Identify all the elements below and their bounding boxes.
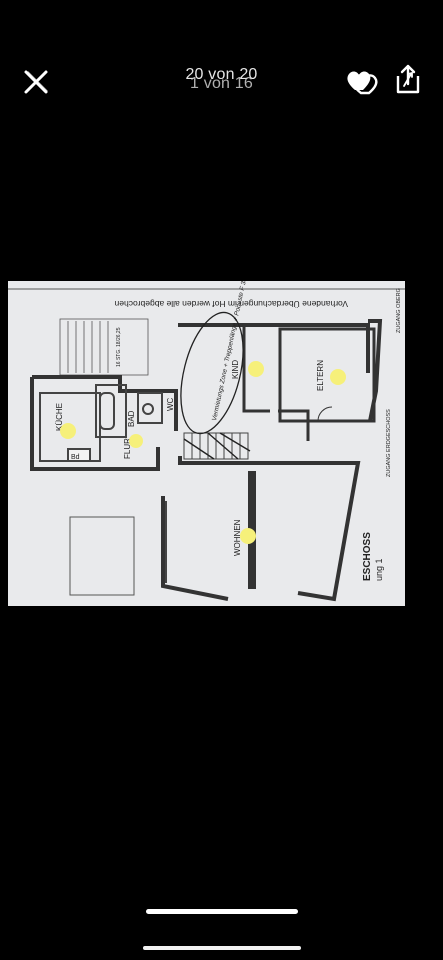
plan-title-fragment: ESCHOSS: [362, 532, 373, 581]
viewer-top-bar: 20 von 20 1 von 16: [0, 0, 443, 110]
room-label-kueche: KÜCHE: [55, 403, 64, 431]
share-button[interactable]: [391, 62, 425, 98]
room-label-flur: FLUR: [123, 438, 132, 459]
stairs-label: 16 STG. 18/26,25: [116, 327, 122, 367]
small-label: Bd: [71, 454, 80, 461]
room-wohnen: [165, 471, 256, 589]
handwritten-ellipse: [180, 311, 244, 435]
floor-plan-drawing: Vorhandene Überdachungen im Hof werden a…: [8, 281, 405, 602]
room-label-kind: KIND: [231, 360, 240, 379]
heart-icon: [347, 71, 378, 95]
photo-counter-secondary: 1 von 16: [190, 75, 253, 92]
plan-subtitle-fragment: ung 1: [374, 558, 384, 581]
stairs-upper: [59, 318, 149, 376]
like-button[interactable]: [343, 63, 379, 99]
top-note: Vorhandene Überdachungen im Hof werden a…: [114, 299, 348, 309]
courtyard-box: [69, 516, 135, 596]
scroll-indicator: [146, 909, 298, 914]
room-label-wohnen: WOHNEN: [233, 519, 242, 556]
entrance-ground: ZUGANG ERDGESCHOSS: [386, 409, 392, 477]
room-kind: [242, 325, 310, 441]
close-icon: [24, 70, 48, 94]
close-button[interactable]: [18, 64, 54, 100]
room-label-wc: WC: [166, 397, 175, 411]
hand-markers: [60, 361, 346, 544]
room-label-eltern: ELTERN: [316, 360, 325, 391]
photo-counter: 20 von 20: [185, 66, 258, 83]
entrance-upper: ZUGANG OBERG: [396, 288, 402, 333]
home-indicator[interactable]: [143, 946, 301, 950]
stairs-middle: [183, 432, 251, 460]
room-label-bad: BAD: [127, 410, 136, 427]
room-bad: [95, 384, 163, 438]
room-eltern: [278, 327, 376, 423]
share-icon: [396, 64, 420, 94]
floor-plan-photo[interactable]: Vorhandene Überdachungen im Hof werden a…: [8, 281, 405, 606]
